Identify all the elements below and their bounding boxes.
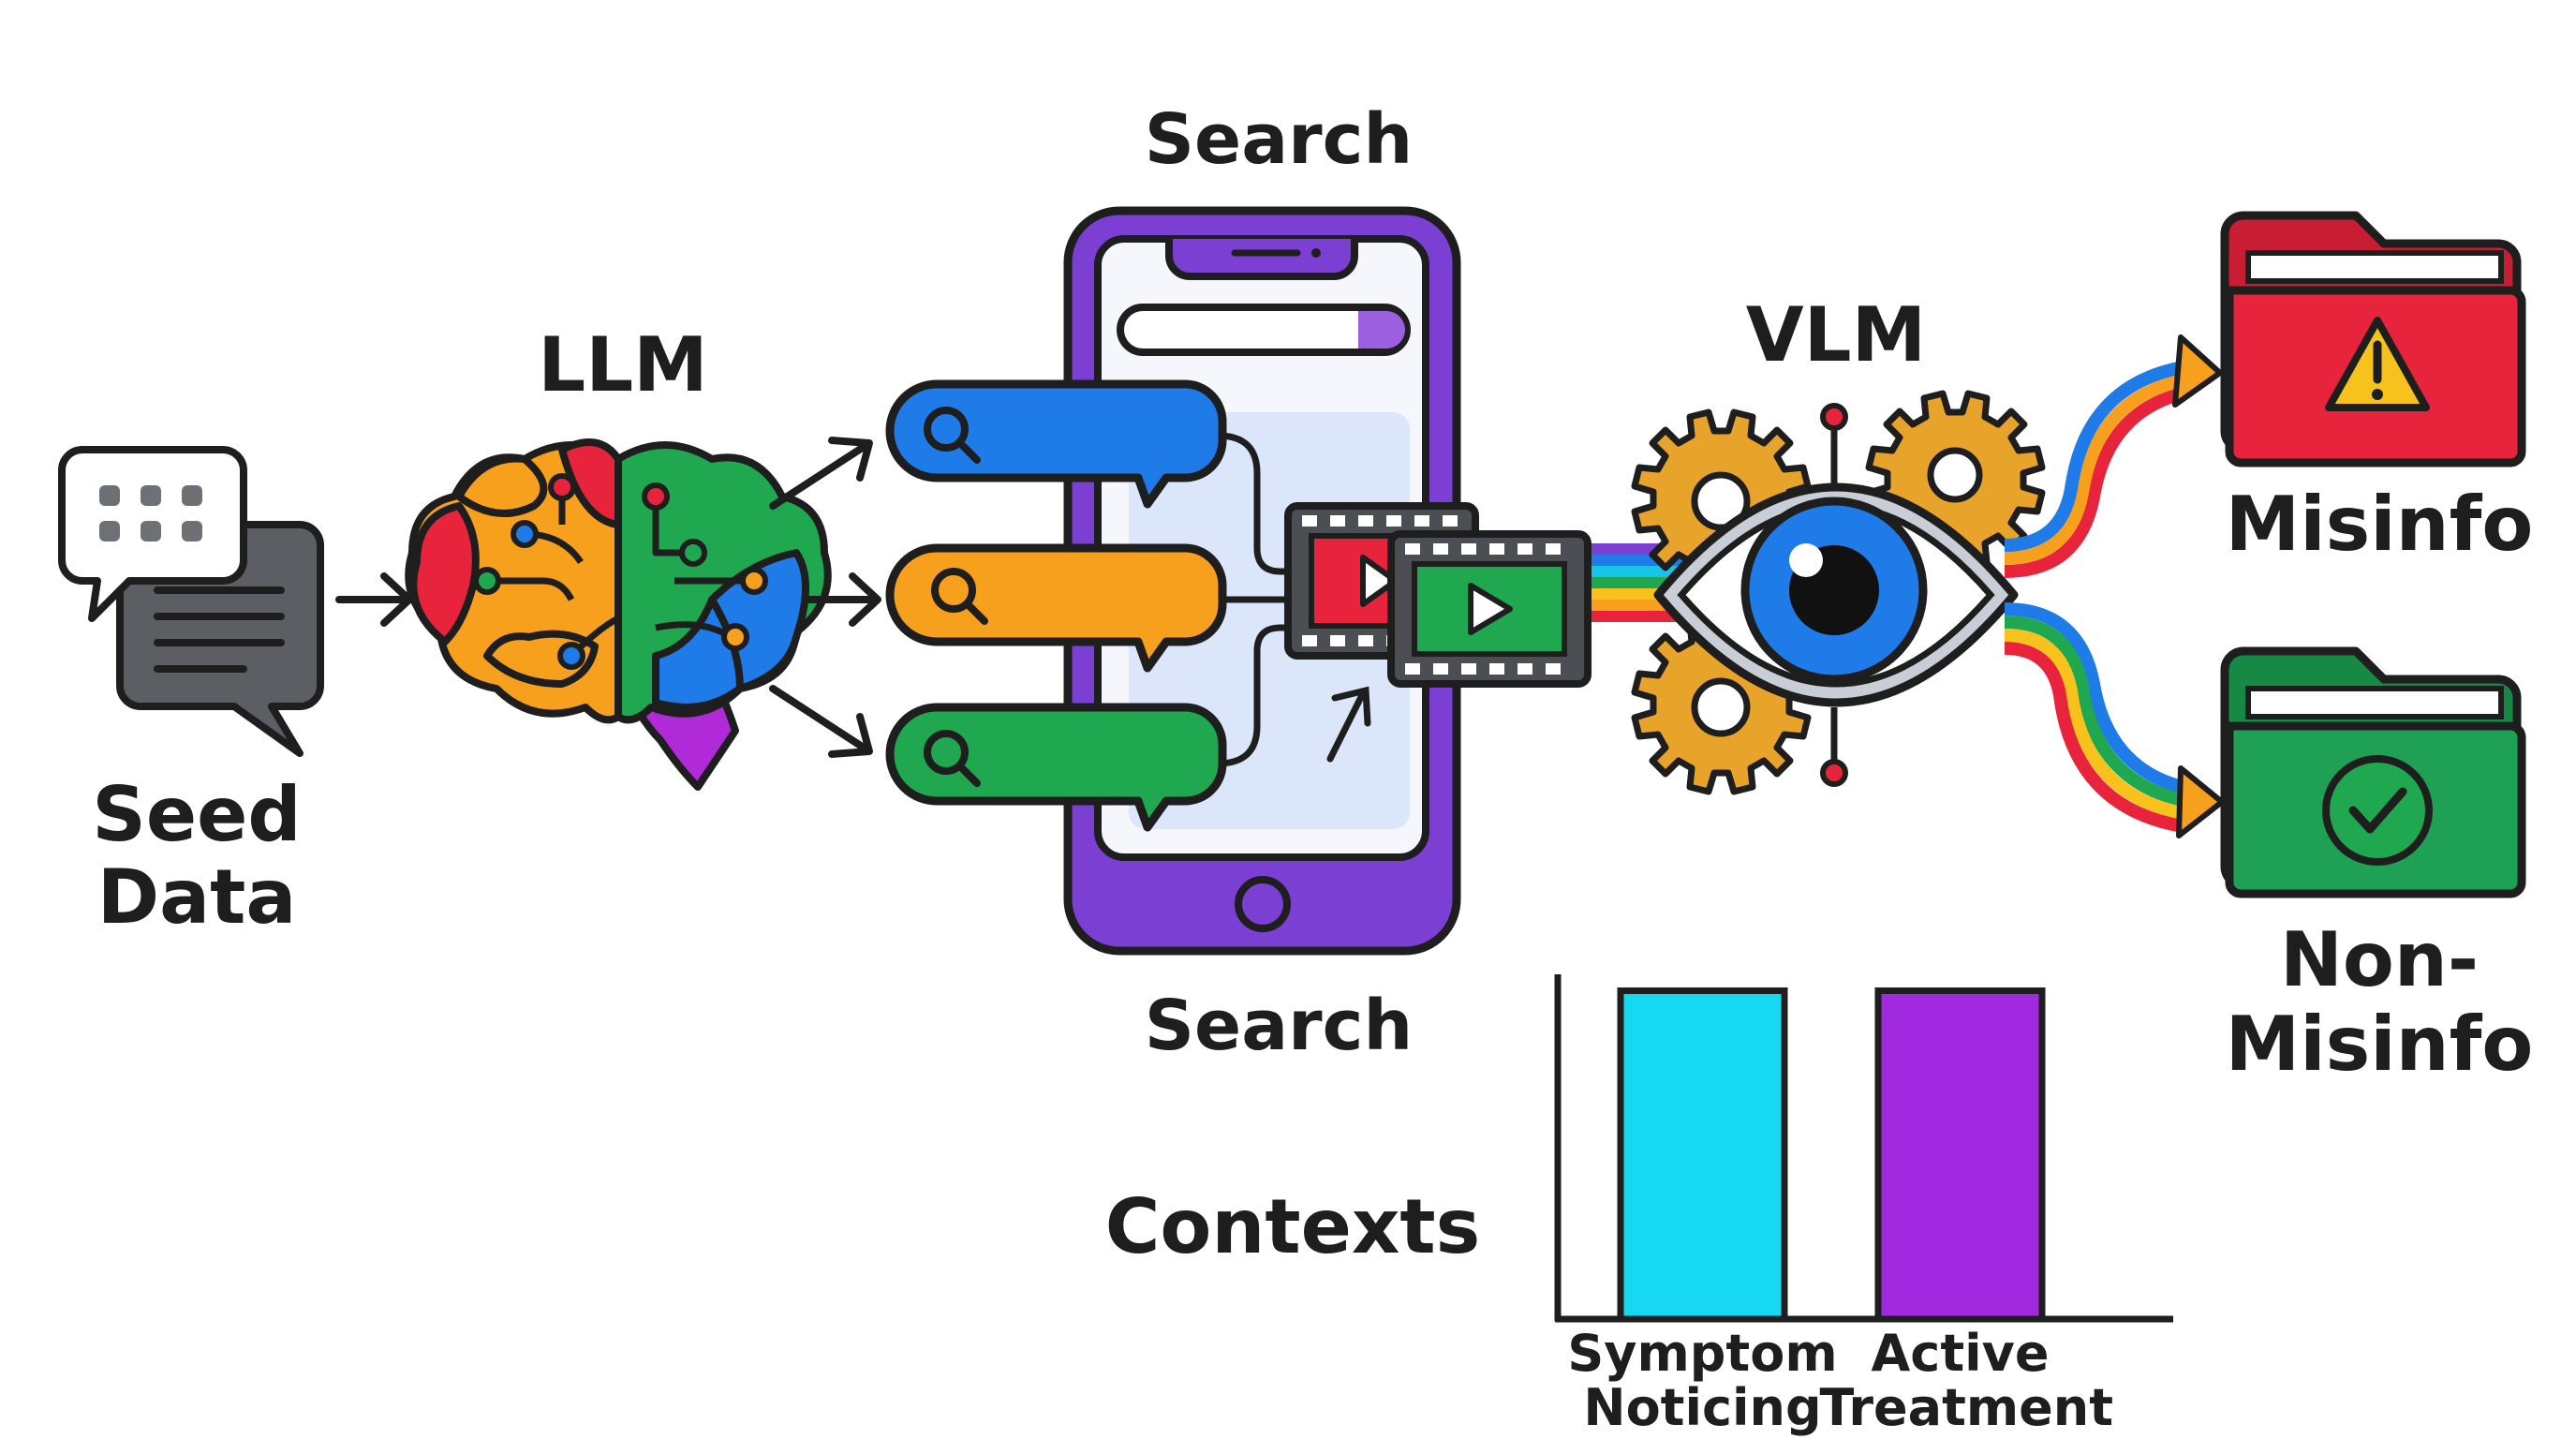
query-connectors	[1214, 432, 1371, 767]
tick-label-line: Noticing	[1583, 1378, 1822, 1437]
vlm-label: VLM	[1745, 291, 1927, 378]
folder-icon-non-misinfo	[2220, 646, 2526, 898]
chat-bubbles-icon	[58, 446, 324, 757]
arrow-to-misinfo	[2004, 334, 2223, 578]
brain-icon	[405, 438, 832, 791]
film-strip-icon	[1387, 530, 1591, 688]
llm-label: LLM	[538, 321, 708, 408]
seed-label-line1: Seed	[92, 771, 302, 858]
arrow-to-non-misinfo	[2004, 602, 2225, 838]
search-icon	[924, 407, 981, 464]
contexts-label: Contexts	[1104, 1183, 1481, 1270]
seed-label-line2: Data	[96, 853, 297, 941]
rainbow-stream	[1574, 543, 1686, 622]
folder-icon-misinfo	[2220, 211, 2526, 467]
non-misinfo-line1: Non-	[2279, 916, 2480, 1003]
warning-icon	[2325, 317, 2430, 411]
tick-label-line: Symptom	[1567, 1324, 1838, 1383]
check-icon	[2322, 755, 2433, 866]
bar-active-treatment	[1874, 987, 2046, 1323]
search-icon	[924, 730, 981, 787]
query-bubble-orange	[885, 543, 1227, 673]
misinfo-label: Misinfo	[2225, 481, 2534, 568]
search-top-label: Search	[1144, 99, 1414, 180]
query-bubble-green	[885, 703, 1227, 832]
eye-icon	[1653, 403, 2019, 787]
non-misinfo-line2: Misinfo	[2225, 1001, 2534, 1088]
seed-data-label: Seed Data	[75, 778, 318, 935]
query-bubble-blue	[885, 379, 1227, 509]
search-bottom-label: Search	[1144, 986, 1414, 1066]
arrows-llm-to-queries	[769, 437, 881, 758]
contexts-bar-chart	[1554, 974, 2173, 1323]
non-misinfo-label: Non- Misinfo	[2211, 923, 2548, 1082]
bar-symptom-noticing	[1617, 987, 1788, 1323]
arrow-seed-to-llm	[335, 572, 413, 627]
tick-label-line: Treatment	[1819, 1378, 2114, 1437]
play-icon	[1468, 583, 1513, 635]
tick-label-line: Active	[1871, 1324, 2050, 1383]
search-icon	[931, 568, 988, 625]
